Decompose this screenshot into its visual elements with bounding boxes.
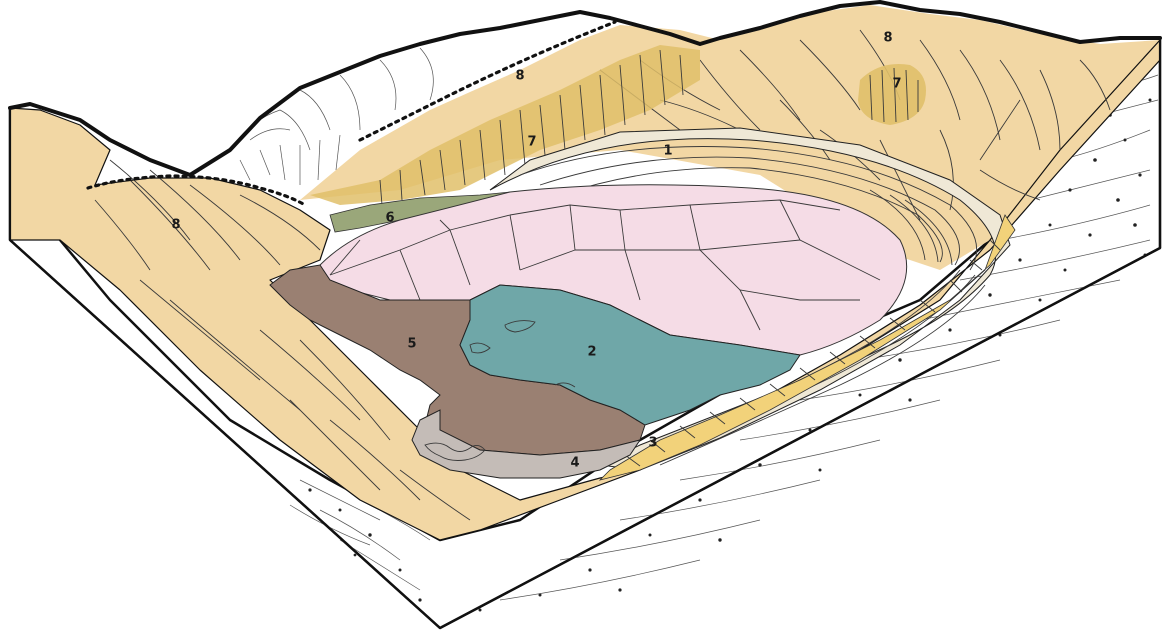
zone-8-left-label: 8 <box>171 218 180 233</box>
zone-8-right-label: 8 <box>883 31 892 46</box>
zone-7-left-label: 7 <box>527 135 536 150</box>
zone-3-label: 3 <box>648 436 657 451</box>
zone-1-label: 1 <box>663 144 672 159</box>
zone-4-label: 4 <box>570 456 579 471</box>
zone-7-right-label: 7 <box>892 77 901 92</box>
zone-6-label: 6 <box>385 211 394 226</box>
zone-2-label: 2 <box>587 345 596 360</box>
zone-8-center-label: 8 <box>515 69 524 84</box>
zone-5-label: 5 <box>407 337 416 352</box>
